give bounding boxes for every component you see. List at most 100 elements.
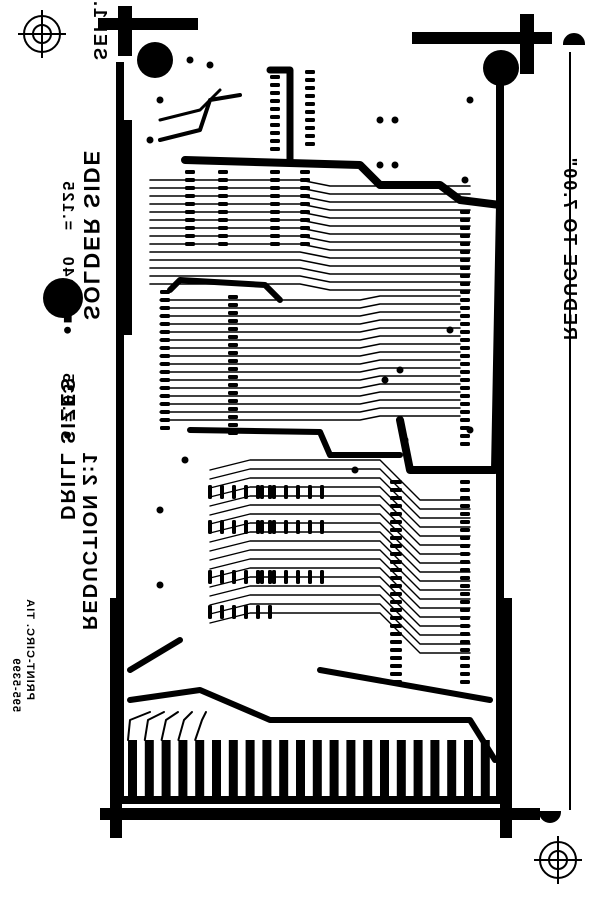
pad bbox=[228, 343, 238, 347]
pad bbox=[460, 616, 470, 620]
pad bbox=[160, 418, 170, 422]
pad bbox=[270, 226, 280, 230]
pad bbox=[220, 570, 224, 584]
pad bbox=[208, 605, 212, 619]
via bbox=[376, 116, 384, 124]
via bbox=[181, 456, 189, 464]
pad bbox=[208, 570, 212, 584]
trace bbox=[209, 603, 471, 645]
tag-line-1: PRINT-CIRC. TIA bbox=[24, 598, 36, 700]
pad bbox=[460, 370, 470, 374]
pad bbox=[460, 552, 470, 556]
pad bbox=[460, 394, 470, 398]
drill-small-label: ● =.035 bbox=[59, 371, 76, 440]
pad bbox=[228, 359, 238, 363]
pad bbox=[460, 680, 470, 684]
pad bbox=[305, 134, 315, 138]
trace bbox=[209, 513, 471, 555]
pad bbox=[256, 570, 260, 584]
pad bbox=[185, 194, 195, 198]
edge-finger bbox=[430, 740, 440, 800]
pad bbox=[228, 319, 238, 323]
pad bbox=[218, 226, 228, 230]
trace bbox=[209, 504, 471, 546]
pad bbox=[460, 410, 470, 414]
trace bbox=[187, 427, 403, 458]
pad bbox=[460, 226, 470, 230]
pad bbox=[460, 258, 470, 262]
pad bbox=[272, 485, 276, 499]
pad bbox=[460, 266, 470, 270]
pad bbox=[305, 118, 315, 122]
pad bbox=[300, 186, 310, 190]
pad bbox=[300, 218, 310, 222]
trace bbox=[209, 549, 471, 591]
pad bbox=[390, 528, 402, 532]
pad bbox=[300, 202, 310, 206]
pad bbox=[220, 520, 224, 534]
pad bbox=[218, 194, 228, 198]
pad bbox=[228, 391, 238, 395]
pad bbox=[460, 600, 470, 604]
pad bbox=[218, 218, 228, 222]
pad bbox=[460, 528, 470, 532]
trace bbox=[209, 540, 471, 582]
drill-large-icon bbox=[43, 278, 83, 318]
edge-finger bbox=[480, 740, 490, 800]
pad bbox=[460, 504, 470, 508]
pad bbox=[460, 362, 470, 366]
reduce-to-label: REDUCE TO 7.00" bbox=[560, 155, 580, 340]
trace bbox=[127, 637, 498, 763]
mounting-hole-icon bbox=[137, 42, 173, 78]
via bbox=[156, 96, 164, 104]
registration-mark-top-left-icon bbox=[18, 10, 66, 58]
trace bbox=[209, 486, 471, 528]
pad bbox=[460, 434, 470, 438]
edge-finger bbox=[396, 740, 406, 800]
pad bbox=[460, 274, 470, 278]
trace bbox=[167, 277, 283, 303]
via bbox=[461, 176, 469, 184]
pad bbox=[270, 107, 280, 111]
pad bbox=[284, 570, 288, 584]
pad bbox=[160, 314, 170, 318]
pad bbox=[220, 605, 224, 619]
pad bbox=[260, 485, 264, 499]
pad bbox=[460, 560, 470, 564]
trace bbox=[209, 567, 471, 609]
trace bbox=[209, 522, 471, 564]
pad bbox=[256, 605, 260, 619]
trace bbox=[159, 295, 461, 301]
via bbox=[156, 506, 164, 514]
pad bbox=[460, 346, 470, 350]
pad bbox=[185, 218, 195, 222]
via bbox=[466, 426, 474, 434]
pad bbox=[218, 242, 228, 246]
pad bbox=[228, 407, 238, 411]
pad bbox=[160, 394, 170, 398]
pad bbox=[272, 520, 276, 534]
via bbox=[351, 466, 359, 474]
pad bbox=[390, 496, 402, 500]
pad bbox=[185, 202, 195, 206]
trace bbox=[177, 711, 193, 741]
edge-finger bbox=[346, 740, 356, 800]
pad bbox=[300, 178, 310, 182]
via bbox=[446, 326, 454, 334]
pad bbox=[390, 536, 402, 540]
trace bbox=[158, 93, 242, 142]
pad bbox=[160, 362, 170, 366]
pad bbox=[296, 520, 300, 534]
copper-traces bbox=[127, 66, 504, 763]
trace bbox=[127, 711, 151, 741]
drill-medium-label: ●■ =.040 bbox=[59, 254, 76, 335]
pad bbox=[320, 520, 324, 534]
pad bbox=[460, 402, 470, 406]
pad bbox=[308, 570, 312, 584]
pad bbox=[218, 202, 228, 206]
pad bbox=[460, 322, 470, 326]
pad bbox=[268, 485, 272, 499]
trace bbox=[159, 319, 461, 325]
pad bbox=[218, 170, 228, 174]
pad bbox=[270, 218, 280, 222]
